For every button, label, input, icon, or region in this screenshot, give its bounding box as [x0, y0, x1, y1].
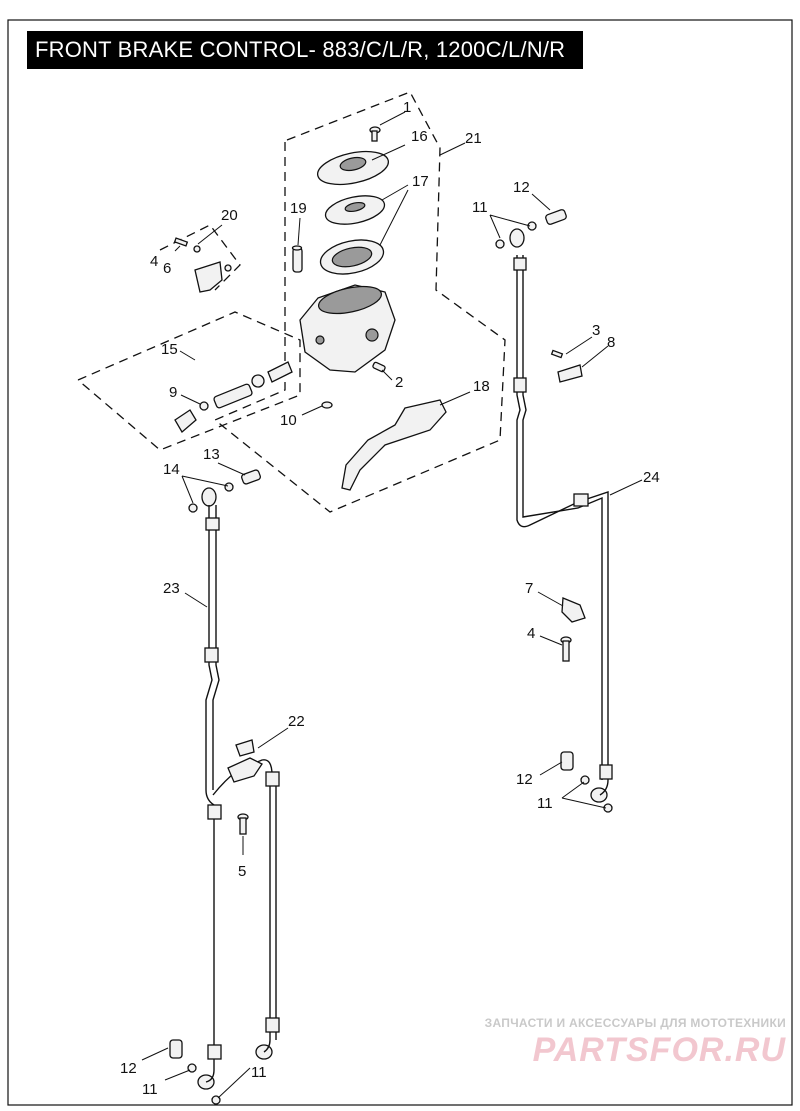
callout-18: 18	[473, 378, 490, 395]
part-diaphragm-17	[319, 239, 385, 275]
hose-lower-right	[263, 780, 271, 1053]
part-screw-1	[369, 126, 381, 142]
part-master-cylinder	[299, 284, 396, 373]
part-o-ring-10	[321, 401, 333, 409]
hose-23	[205, 505, 215, 1083]
callout-21: 21	[465, 130, 482, 147]
hose-24	[516, 255, 609, 796]
part-piston-kit-15	[174, 361, 293, 434]
callout-11: 11	[142, 1081, 158, 1098]
hose-fitting	[204, 647, 219, 663]
part-reservoir-cover-16	[316, 150, 390, 186]
page-border	[7, 19, 793, 1106]
hose-24-outline	[522, 255, 603, 780]
hose-fitting	[207, 804, 222, 820]
callout-7: 7	[525, 580, 533, 597]
callout-12: 12	[516, 771, 533, 788]
callout-19: 19	[290, 200, 307, 217]
callout-9: 9	[169, 384, 177, 401]
hose-fitting	[205, 517, 220, 531]
part-hose-bracket-22	[227, 739, 263, 783]
assembly-outline-21	[213, 91, 506, 513]
watermark: ЗАПЧАСТИ И АКСЕССУАРЫ ДЛЯ МОТОТЕХНИКИ PA…	[466, 1016, 786, 1070]
part-banjo-bolt-12-top	[495, 209, 567, 249]
part-pivot-pin-19	[291, 245, 303, 273]
callout-labels: 1 16 21 17 19 20 4 6 15 9 10 2 18 11 12 …	[120, 99, 660, 1098]
callout-11: 11	[472, 199, 488, 216]
callout-3: 3	[592, 322, 600, 339]
callout-12: 12	[513, 179, 530, 196]
part-hose-clamp-8	[550, 349, 583, 383]
part-set-screw-2	[372, 361, 386, 373]
callout-17: 17	[412, 173, 429, 190]
part-bolt-5	[237, 813, 249, 835]
watermark-brand-logo: PARTSFOR.RU	[532, 1031, 786, 1069]
callout-23: 23	[163, 580, 180, 597]
assembly-outline-15	[77, 311, 301, 451]
callout-8: 8	[607, 334, 615, 351]
hose-fitting	[265, 771, 280, 787]
part-hose-clip-7	[561, 597, 586, 623]
part-diaphragm-plate-17	[324, 195, 386, 225]
hose-fitting	[573, 493, 589, 507]
callout-10: 10	[280, 412, 297, 429]
part-screw-4	[560, 636, 572, 662]
watermark-caption: ЗАПЧАСТИ И АКСЕССУАРЫ ДЛЯ МОТОТЕХНИКИ	[484, 1016, 786, 1030]
callout-20: 20	[221, 207, 238, 224]
callout-4: 4	[150, 253, 158, 270]
part-banjo-bolt-13	[188, 469, 261, 513]
part-brake-lever-18	[341, 399, 447, 491]
callout-6: 6	[163, 260, 171, 277]
hose-fitting	[513, 377, 527, 393]
part-switch-housing-20	[173, 237, 232, 293]
leader-lines	[141, 111, 643, 1099]
callout-14: 14	[163, 461, 180, 478]
callout-15: 15	[161, 341, 178, 358]
callout-1: 1	[403, 99, 411, 116]
callout-4: 4	[527, 625, 535, 642]
callout-12: 12	[120, 1060, 137, 1077]
callout-11: 11	[537, 795, 553, 812]
hose-23-outline	[212, 505, 220, 790]
callout-5: 5	[238, 863, 246, 880]
callout-13: 13	[203, 446, 220, 463]
callout-24: 24	[643, 469, 660, 486]
hose-fitting	[265, 1017, 280, 1033]
callout-11: 11	[251, 1064, 267, 1081]
callout-22: 22	[288, 713, 305, 730]
part-banjo-bolt-12-right	[560, 751, 613, 813]
hose-fitting	[207, 1044, 222, 1060]
callout-2: 2	[395, 374, 403, 391]
hose-fitting	[513, 257, 527, 271]
hose-fitting	[599, 764, 613, 780]
assembly-outline-20	[159, 224, 241, 291]
callout-16: 16	[411, 128, 428, 145]
page-title: FRONT BRAKE CONTROL- 883/C/L/R, 1200C/L/…	[27, 31, 583, 69]
